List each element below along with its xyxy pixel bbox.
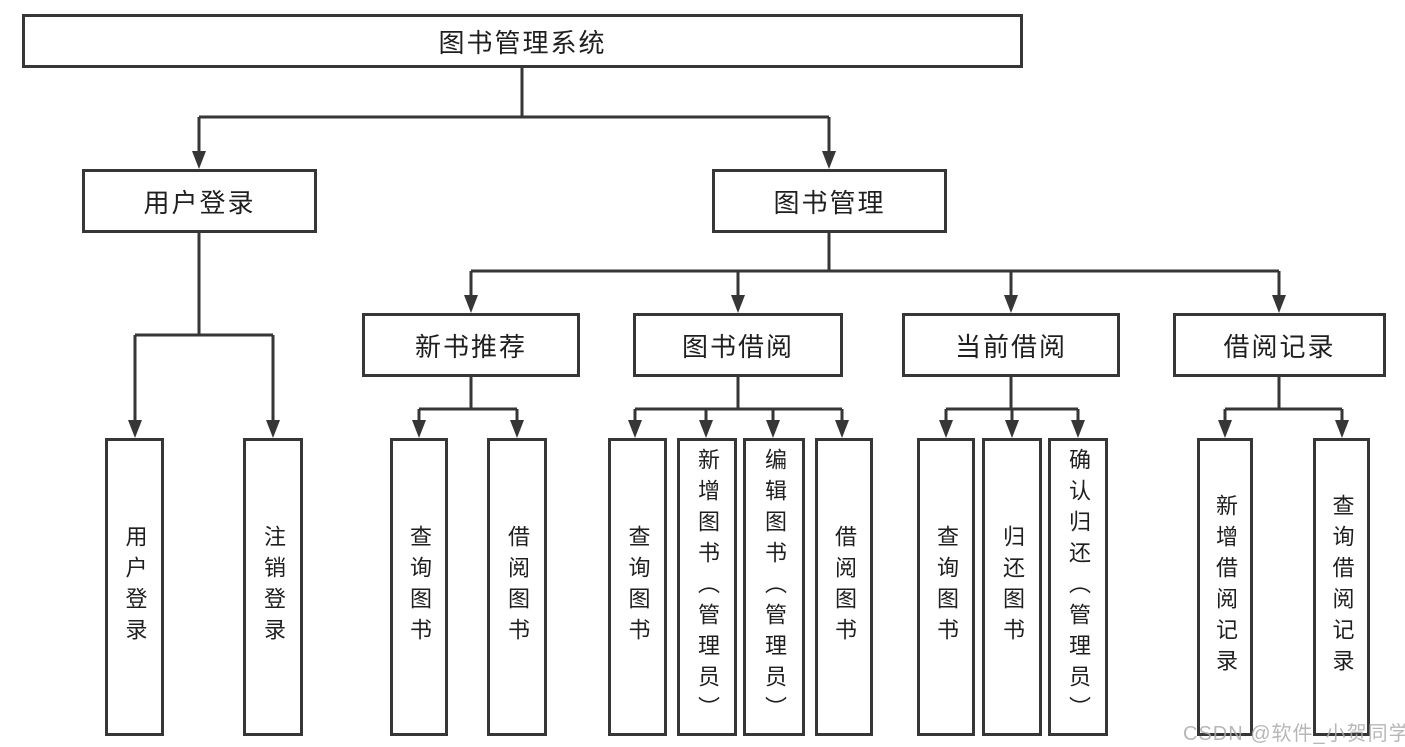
- leaf-logout: 注销登录: [243, 438, 303, 736]
- leaf-add-book-admin-label: 新增图书（管理员）: [695, 447, 720, 727]
- node-new-book-recommend-label: 新书推荐: [414, 331, 527, 362]
- csdn-watermark: CSDN @软件_小贺同学: [1183, 723, 1405, 745]
- leaf-borrow-books-2: 借阅图书: [815, 438, 873, 736]
- node-user-login-label: 用户登录: [143, 187, 256, 218]
- leaf-return-book: 归还图书: [982, 438, 1042, 736]
- leaf-edit-book-admin: 编辑图书（管理员）: [743, 438, 805, 736]
- node-current-borrowing: 当前借阅: [902, 313, 1120, 377]
- node-book-management: 图书管理: [712, 169, 947, 233]
- node-root-label: 图书管理系统: [438, 27, 607, 58]
- leaf-confirm-return-admin-label: 确认归还（管理员）: [1066, 447, 1091, 727]
- node-user-login: 用户登录: [82, 169, 317, 233]
- node-new-book-recommend: 新书推荐: [362, 313, 580, 377]
- node-borrow-records-label: 借阅记录: [1223, 331, 1336, 362]
- node-book-management-label: 图书管理: [773, 187, 886, 218]
- leaf-user-login-label: 用户登录: [122, 525, 148, 649]
- leaf-logout-label: 注销登录: [261, 525, 286, 649]
- connector-current-borrow-children: [939, 377, 1085, 438]
- leaf-return-book-label: 归还图书: [1000, 525, 1025, 649]
- leaf-query-books-2-label: 查询图书: [625, 525, 651, 649]
- leaf-query-books-3: 查询图书: [917, 438, 975, 736]
- connector-user-login-children: [128, 233, 280, 438]
- leaf-query-books-1-label: 查询图书: [407, 525, 432, 649]
- connector-root-to-level2: [192, 68, 836, 169]
- leaf-user-login: 用户登录: [105, 438, 164, 736]
- node-borrow-records: 借阅记录: [1173, 313, 1386, 377]
- leaf-edit-book-admin-label: 编辑图书（管理员）: [762, 447, 787, 727]
- node-book-borrowing-label: 图书借阅: [681, 331, 794, 362]
- connector-book-borrow-children: [628, 377, 849, 438]
- leaf-add-borrow-record-label: 新增借阅记录: [1213, 494, 1238, 680]
- leaf-borrow-books-1: 借阅图书: [487, 438, 547, 736]
- leaf-query-books-3-label: 查询图书: [934, 525, 959, 649]
- leaf-query-books-1: 查询图书: [390, 438, 448, 736]
- node-root: 图书管理系统: [22, 14, 1023, 68]
- leaf-query-borrow-record: 查询借阅记录: [1313, 438, 1370, 736]
- leaf-add-book-admin: 新增图书（管理员）: [677, 438, 737, 736]
- leaf-add-borrow-record: 新增借阅记录: [1197, 438, 1253, 736]
- leaf-borrow-books-2-label: 借阅图书: [832, 525, 857, 649]
- connector-borrow-records-children: [1218, 377, 1349, 438]
- leaf-borrow-books-1-label: 借阅图书: [505, 525, 530, 649]
- leaf-query-borrow-record-label: 查询借阅记录: [1329, 494, 1355, 680]
- node-book-borrowing: 图书借阅: [633, 313, 843, 377]
- node-current-borrowing-label: 当前借阅: [954, 331, 1067, 362]
- leaf-confirm-return-admin: 确认归还（管理员）: [1048, 438, 1108, 736]
- connector-new-book-rec-children: [412, 377, 524, 438]
- connector-book-mgmt-children: [464, 233, 1286, 313]
- leaf-query-books-2: 查询图书: [608, 438, 667, 736]
